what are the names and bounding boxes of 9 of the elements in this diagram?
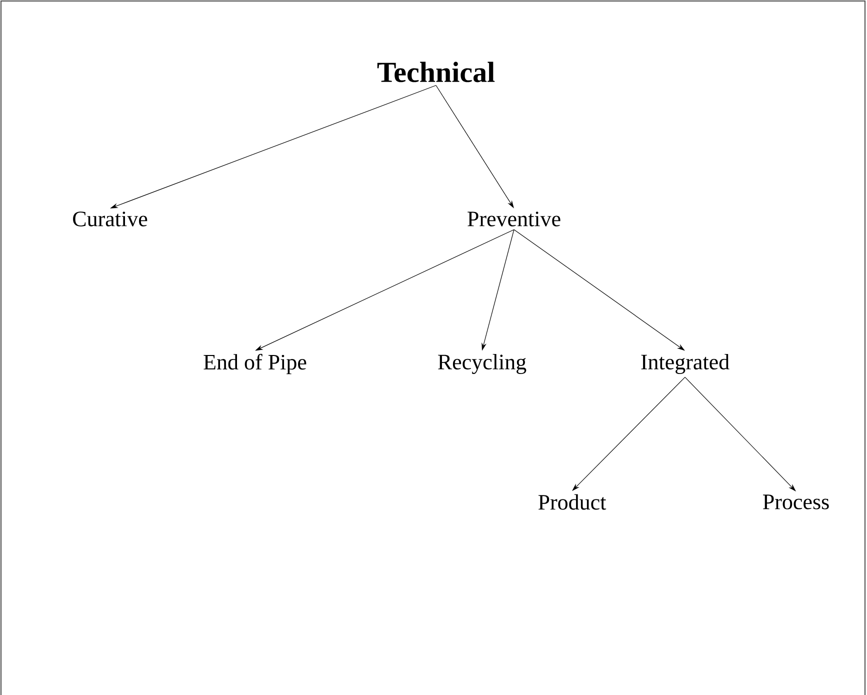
arrow xyxy=(684,376,796,492)
category-label: Integrated xyxy=(641,354,730,374)
category-label: Curative xyxy=(73,212,148,226)
category-label: Process xyxy=(763,494,829,510)
category-label: End of Pipe xyxy=(204,354,306,374)
heading-label: Technical xyxy=(377,62,495,82)
category-label: Product xyxy=(538,494,606,510)
category-label: Preventive xyxy=(468,212,560,226)
category-label: Recycling xyxy=(438,354,526,374)
